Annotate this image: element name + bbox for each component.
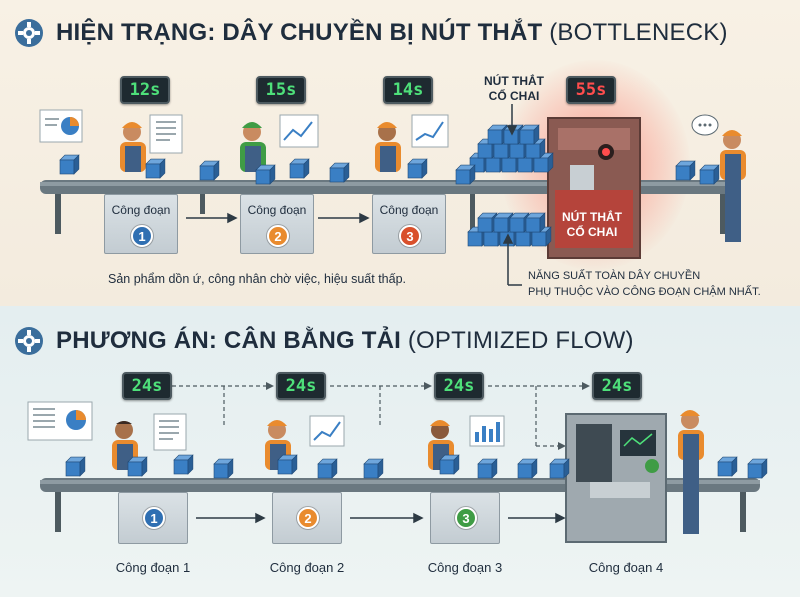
box-icon (65, 456, 86, 477)
current-title-bold: HIỆN TRẠNG: DÂY CHUYỀN BỊ NÚT THẮT (56, 19, 543, 46)
box-icon (317, 458, 338, 479)
box-icon (289, 158, 310, 179)
timer-connectors (172, 385, 584, 447)
station-label: Công đoạn (111, 203, 171, 217)
station-2-timer: 15s (256, 76, 306, 104)
box-icon (59, 154, 80, 175)
worker-icon (240, 122, 266, 172)
timer-arrowheads (266, 382, 590, 450)
box-icon (127, 456, 148, 477)
current-station-2: Công đoạn 2 (240, 194, 314, 254)
machine-icon (547, 117, 641, 259)
optimized-title-rest: (OPTIMIZED FLOW) (407, 327, 634, 354)
opt-station-4-label: Công đoạn 4 (588, 560, 664, 575)
current-station-3: Công đoạn 3 (372, 194, 446, 254)
worker-icon (265, 420, 291, 470)
box-icon (675, 160, 696, 181)
box-row (65, 454, 768, 479)
current-state-title: HIỆN TRẠNG: DÂY CHUYỀN BỊ NÚT THẮT (BOTT… (14, 18, 728, 48)
station-label: Công đoạn (379, 203, 439, 217)
box-icon (173, 454, 194, 475)
current-state-panel: HIỆN TRẠNG: DÂY CHUYỀN BỊ NÚT THẮT (BOTT… (0, 0, 800, 306)
gear-icon (15, 327, 43, 355)
station-number-badge: 3 (399, 225, 421, 247)
opt-station-2-timer: 24s (276, 372, 326, 400)
optimized-title-bold: PHƯƠNG ÁN: CÂN BẰNG TẢI (56, 327, 401, 354)
opt-station-1: 1 (118, 492, 188, 544)
current-caption: Sản phẩm dồn ứ, công nhân chờ việc, hiệu… (108, 272, 407, 286)
opt-station-3-label: Công đoạn 3 (427, 560, 503, 575)
worker-icon (720, 130, 746, 242)
station-label: Công đoạn (247, 203, 307, 217)
opt-station-1-label: Công đoạn 1 (115, 560, 191, 575)
opt-station-3: 3 (430, 492, 500, 544)
box-icon (199, 160, 220, 181)
station-number-badge: 1 (143, 507, 165, 529)
box-icon (477, 458, 498, 479)
box-icon (517, 458, 538, 479)
speech-bubble-icon (691, 114, 719, 136)
optimized-flow-panel: PHƯƠNG ÁN: CÂN BẰNG TẢI (OPTIMIZED FLOW) (0, 306, 800, 597)
opt-station-1-timer: 24s (122, 372, 172, 400)
bottleneck-note-line-2: PHỤ THUỘC VÀO CÔNG ĐOẠN CHẬM NHẤT. (528, 286, 761, 298)
box-icon (455, 164, 476, 185)
opt-station-2-label: Công đoạn 2 (269, 560, 345, 575)
box-icon (717, 456, 738, 477)
opt-station-2: 2 (272, 492, 342, 544)
bottleneck-label-top: NÚT THẮT CỔ CHAI (484, 74, 544, 103)
box-icon (363, 458, 384, 479)
bottleneck-note: NĂNG SUẤT TOÀN DÂY CHUYỀN PHỤ THUỘC VÀO … (528, 268, 761, 300)
worker-icon (375, 122, 401, 172)
optimized-title: PHƯƠNG ÁN: CÂN BẰNG TẢI (OPTIMIZED FLOW) (14, 326, 634, 356)
box-icon (329, 162, 350, 183)
station-number-badge: 3 (455, 507, 477, 529)
chart-board-icon (279, 114, 319, 148)
station-number-badge: 2 (267, 225, 289, 247)
chart-board-icon (411, 114, 449, 148)
box-icon (255, 164, 276, 185)
box-icon (699, 164, 720, 185)
bottleneck-label-machine: NÚT THẮT CỔ CHAI (562, 210, 622, 239)
box-icon (525, 212, 546, 233)
station-1-timer: 12s (120, 76, 170, 104)
station-number-badge: 2 (297, 507, 319, 529)
flow-arrows (186, 212, 522, 286)
station-number-badge: 1 (131, 225, 153, 247)
opt-station-4-timer: 24s (592, 372, 642, 400)
box-icon (519, 124, 540, 145)
bottleneck-note-line-1: NĂNG SUẤT TOÀN DÂY CHUYỀN (528, 270, 701, 282)
box-icon (407, 158, 428, 179)
box-icon (277, 454, 298, 475)
box-icon (145, 158, 166, 179)
box-row (59, 154, 720, 185)
machine-icon (565, 413, 667, 543)
chart-board-icon (39, 109, 83, 143)
opt-station-3-timer: 24s (434, 372, 484, 400)
bottleneck-timer: 55s (566, 76, 616, 104)
chart-board-icon (309, 415, 345, 447)
worker-icon (678, 410, 704, 534)
box-icon (439, 454, 460, 475)
current-title-rest: (BOTTLENECK) (549, 19, 728, 46)
box-icon (747, 458, 768, 479)
box-pile (467, 124, 554, 247)
worker-icon (120, 122, 146, 172)
chart-board-icon (27, 401, 93, 441)
optimized-line-drawing (27, 382, 768, 543)
chart-board-icon (153, 413, 187, 451)
gear-icon (15, 19, 43, 47)
chart-board-icon (469, 415, 505, 447)
station-3-timer: 14s (383, 76, 433, 104)
box-icon (213, 458, 234, 479)
current-station-1: Công đoạn 1 (104, 194, 178, 254)
box-icon (549, 458, 570, 479)
chart-board-icon (149, 114, 183, 154)
current-line-drawing (39, 104, 746, 286)
